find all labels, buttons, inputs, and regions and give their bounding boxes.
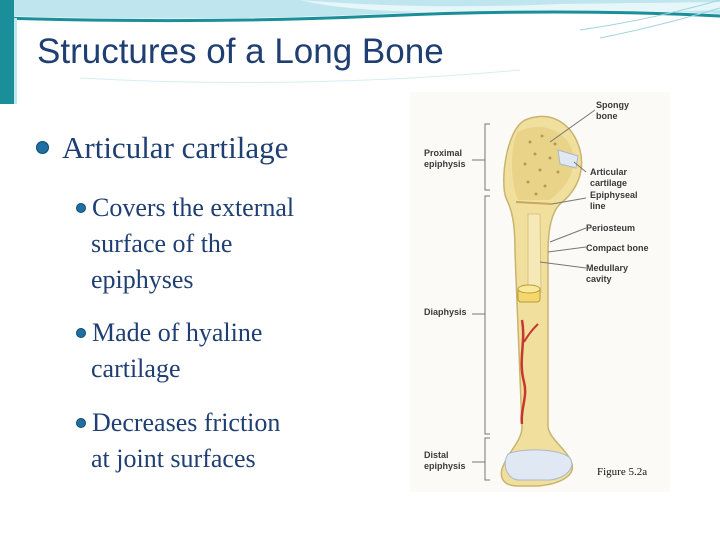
bullet-dot-icon (76, 202, 86, 213)
label-compact-bone: Compact bone (586, 243, 649, 253)
sub-bullet-text: Covers the external (92, 193, 295, 222)
bullet-dot-icon (36, 141, 49, 155)
label-bone: bone (596, 111, 618, 121)
label-articular: Articular (590, 167, 628, 177)
main-bullet-text: Articular cartilage (62, 130, 289, 165)
sub-bullet-line: epiphyses (91, 265, 194, 294)
sub-bullet-line: cartilage (91, 354, 181, 383)
sub-bullet-line: Made of hyaline (76, 315, 262, 351)
label-epiphysis-distal: epiphysis (424, 461, 466, 471)
sub-bullet-line: surface of the (91, 229, 233, 258)
sub-bullet-line: Decreases friction (76, 405, 280, 441)
bullet-dot-icon (76, 417, 86, 428)
sub-bullet-text: Made of hyaline (92, 318, 263, 347)
sub-bullet-3: Decreases friction at joint surfaces (76, 405, 280, 477)
label-epiphysis-proximal: epiphysis (424, 159, 466, 169)
figure-caption: Figure 5.2a (597, 466, 648, 478)
bullet-dot-icon (76, 327, 86, 338)
label-cavity: cavity (586, 274, 612, 284)
label-cartilage: cartilage (590, 178, 627, 188)
label-periosteum: Periosteum (586, 223, 635, 233)
label-medullary: Medullary (586, 263, 628, 273)
long-bone-figure: Proximal epiphysis Diaphysis Distal epip… (410, 92, 670, 492)
sub-bullet-text: Decreases friction (92, 408, 281, 437)
sub-bullet-line: at joint surfaces (91, 444, 256, 473)
label-epiphyseal: Epiphyseal (590, 190, 638, 200)
title-banner (0, 0, 720, 105)
slide-title: Structures of a Long Bone (37, 32, 444, 71)
label-diaphysis: Diaphysis (424, 307, 467, 317)
banner-graphic (0, 0, 720, 104)
sub-bullet-line: Covers the external (76, 190, 294, 226)
label-proximal: Proximal (424, 148, 462, 158)
label-spongy: Spongy (596, 100, 629, 110)
long-bone-diagram: Proximal epiphysis Diaphysis Distal epip… (424, 100, 649, 487)
main-bullet: Articular cartilage (36, 130, 288, 166)
sub-bullet-2: Made of hyaline cartilage (76, 315, 262, 387)
sub-bullet-1: Covers the external surface of the epiph… (76, 190, 294, 298)
label-distal: Distal (424, 450, 449, 460)
label-line: line (590, 201, 606, 211)
